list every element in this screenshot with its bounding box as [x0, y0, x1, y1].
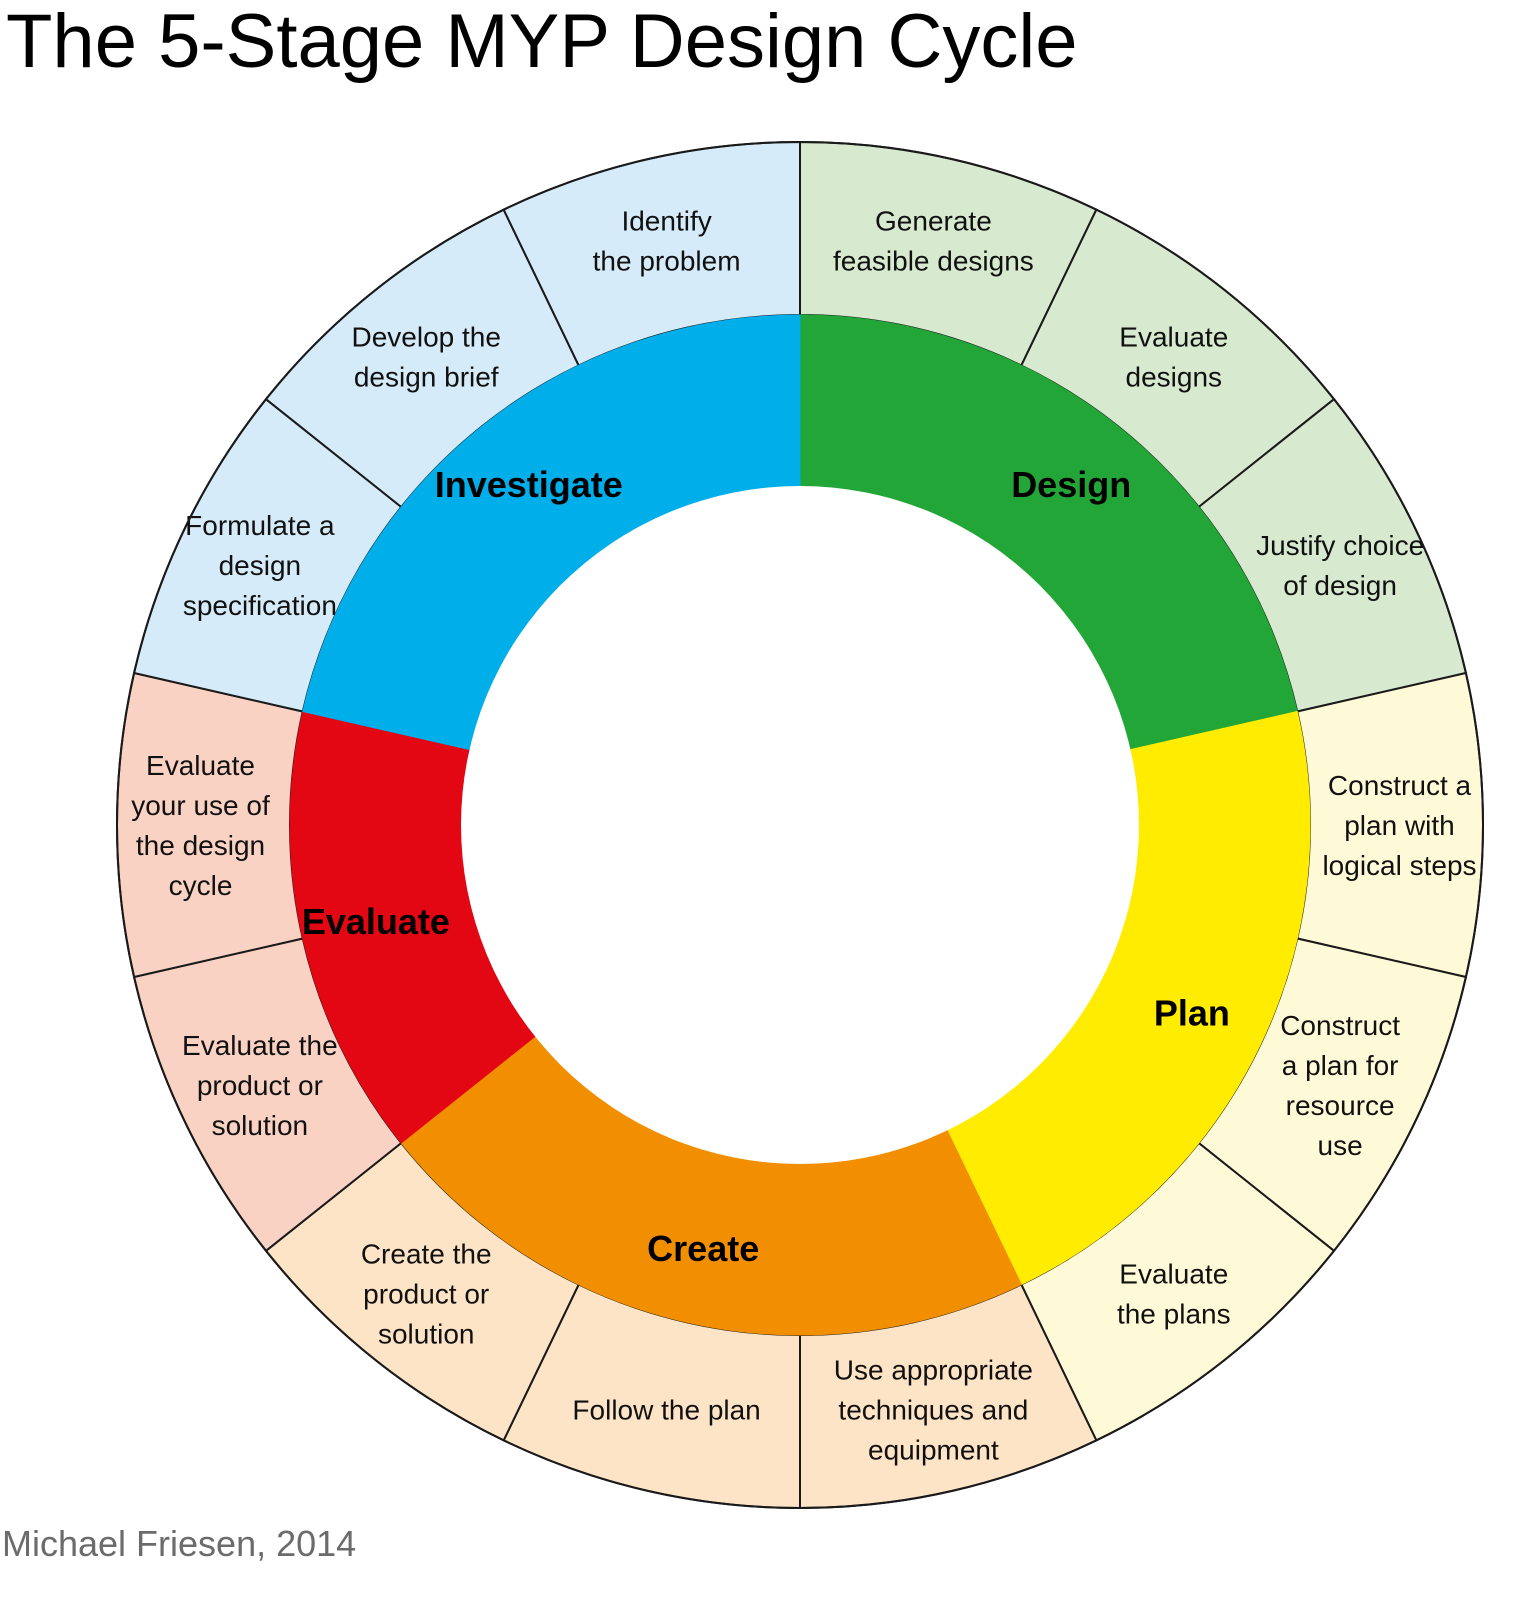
step-label-plan-line: the plans	[1117, 1299, 1231, 1330]
step-label-investigate-line: the problem	[593, 246, 741, 277]
step-label-evaluate: Evaluate your use of the design cycle	[131, 750, 270, 901]
step-label-create: Create the product or solution	[361, 1239, 492, 1350]
step-label-evaluate-line: Evaluate the	[182, 1030, 338, 1061]
step-label-investigate-line: Formulate a	[185, 510, 335, 541]
step-label-investigate: Develop the design brief	[351, 321, 500, 392]
step-label-plan-line: Construct	[1280, 1010, 1400, 1041]
step-label-create-line: equipment	[868, 1434, 999, 1465]
step-label-plan: Construct a plan with logical steps	[1322, 770, 1476, 881]
step-label-create-line: techniques and	[838, 1394, 1028, 1425]
step-label-design-line: of design	[1283, 570, 1397, 601]
step-label-plan: Evaluate the plans	[1117, 1259, 1231, 1330]
inner-ring	[116, 141, 1484, 1509]
step-label-investigate-line: Develop the	[351, 321, 500, 352]
step-label-create-line: product or	[363, 1279, 489, 1310]
stage-label-create: Create	[647, 1228, 759, 1269]
step-label-evaluate-line: the design	[136, 830, 265, 861]
step-label-plan: Construct a plan for resource use	[1280, 1010, 1400, 1161]
step-label-plan-line: resource	[1286, 1090, 1395, 1121]
step-label-evaluate-line: Evaluate	[146, 750, 255, 781]
step-label-design-line: Generate	[875, 206, 992, 237]
step-label-create: Use appropriate techniques and equipment	[834, 1354, 1033, 1465]
center-hole	[461, 486, 1139, 1164]
step-label-investigate-line: Identify	[621, 206, 711, 237]
stage-label-evaluate: Evaluate	[302, 901, 450, 942]
step-label-evaluate: Evaluate the product or solution	[182, 1030, 338, 1141]
step-label-design-line: designs	[1126, 361, 1223, 392]
stage-label-design: Design	[1011, 464, 1131, 505]
step-label-investigate: Formulate a design specification	[183, 510, 337, 621]
step-label-evaluate-line: your use of	[131, 790, 270, 821]
step-label-plan-line: plan with	[1344, 810, 1455, 841]
step-label-evaluate-line: solution	[212, 1110, 309, 1141]
step-label-design-line: feasible designs	[833, 246, 1034, 277]
step-label-create-line: Use appropriate	[834, 1354, 1033, 1385]
step-label-evaluate-line: product or	[197, 1070, 323, 1101]
step-label-design: Generate feasible designs	[833, 206, 1034, 277]
step-label-investigate-line: specification	[183, 590, 337, 621]
step-label-create-line: Follow the plan	[572, 1394, 760, 1425]
step-label-investigate-line: design	[219, 550, 302, 581]
step-label-create-line: Create the	[361, 1239, 492, 1270]
step-label-design: Justify choice of design	[1256, 530, 1424, 601]
step-label-plan-line: Construct a	[1328, 770, 1472, 801]
step-label-plan-line: use	[1318, 1130, 1363, 1161]
outer-segment-evaluate	[116, 671, 304, 979]
step-label-create: Follow the plan	[572, 1394, 760, 1425]
stage-label-investigate: Investigate	[435, 464, 623, 505]
step-label-investigate: Identify the problem	[593, 206, 741, 277]
step-label-evaluate-line: cycle	[169, 870, 233, 901]
step-label-plan-line: a plan for	[1282, 1050, 1399, 1081]
step-label-plan-line: Evaluate	[1119, 1259, 1228, 1290]
step-label-plan-line: logical steps	[1322, 850, 1476, 881]
outer-border	[116, 141, 1484, 1509]
step-label-design-line: Evaluate	[1119, 321, 1228, 352]
step-label-investigate-line: design brief	[354, 361, 499, 392]
page-title: The 5-Stage MYP Design Cycle	[6, 0, 1078, 84]
step-label-design-line: Justify choice	[1256, 530, 1424, 561]
step-label-create-line: solution	[378, 1319, 475, 1350]
step-label-design: Evaluate designs	[1119, 321, 1228, 392]
credit-text: Michael Friesen, 2014	[2, 1523, 357, 1564]
stage-label-plan: Plan	[1154, 993, 1230, 1034]
